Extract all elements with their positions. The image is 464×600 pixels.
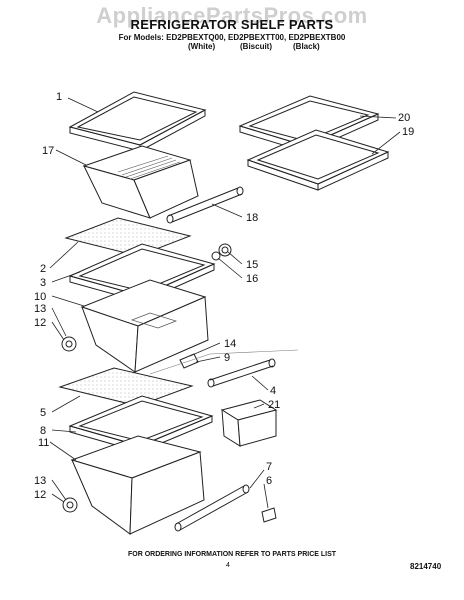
callout-17: 17 — [42, 145, 54, 157]
callout-6: 6 — [266, 475, 272, 487]
document-number: 8214740 — [410, 562, 442, 571]
part-18-rod — [166, 186, 244, 224]
part-19-shelf-frame — [246, 129, 390, 191]
callout-13: 13 — [34, 303, 46, 315]
part-11-crisper-drawer — [70, 435, 205, 535]
color-white: (White) — [188, 42, 216, 51]
part-7-rod — [174, 484, 250, 532]
callout-18: 18 — [246, 212, 258, 224]
part-1-shelf-frame — [68, 91, 207, 152]
callout-11: 11 — [38, 437, 49, 449]
part-10-crisper-drawer — [80, 279, 209, 373]
part-5-glass-panel — [58, 367, 194, 407]
part-15-16-knob — [211, 243, 232, 261]
callout-3: 3 — [40, 277, 46, 289]
callout-19: 19 — [402, 126, 414, 138]
watermark: AppliancePartsPros.com — [96, 3, 368, 28]
page-number: 4 — [226, 562, 230, 569]
callout-12-lower: 12 — [34, 489, 46, 501]
part-13-12-roller-lower — [62, 497, 78, 513]
callout-15: 15 — [246, 259, 258, 271]
color-biscuit: (Biscuit) — [240, 42, 272, 51]
callout-14: 14 — [224, 338, 236, 350]
callout-2: 2 — [40, 263, 46, 275]
ordering-note: FOR ORDERING INFORMATION REFER TO PARTS … — [127, 551, 337, 558]
callout-9: 9 — [224, 352, 230, 364]
callout-13-lower: 13 — [34, 475, 46, 487]
part-13-12-roller — [61, 336, 77, 352]
callout-8: 8 — [40, 425, 46, 437]
callout-12: 12 — [34, 317, 46, 329]
callout-16: 16 — [246, 273, 258, 285]
callout-5: 5 — [40, 407, 46, 419]
color-black: (Black) — [293, 42, 320, 51]
callout-20: 20 — [398, 112, 410, 124]
callout-1: 1 — [56, 91, 62, 103]
callout-10: 10 — [34, 291, 46, 303]
callout-7: 7 — [266, 461, 272, 473]
part-17-deli-drawer — [82, 145, 199, 219]
part-4-rod — [149, 349, 299, 388]
models-line: For Models: ED2PBEXTQ00, ED2PBEXTT00, ED… — [118, 33, 346, 42]
part-6-clip — [261, 507, 277, 523]
page-title: REFRIGERATOR SHELF PARTS — [130, 17, 334, 32]
part-8-shelf-frame — [68, 395, 214, 453]
part-2-glass-panel — [64, 217, 192, 257]
callout-21: 21 — [268, 399, 280, 411]
callout-4: 4 — [270, 385, 276, 397]
